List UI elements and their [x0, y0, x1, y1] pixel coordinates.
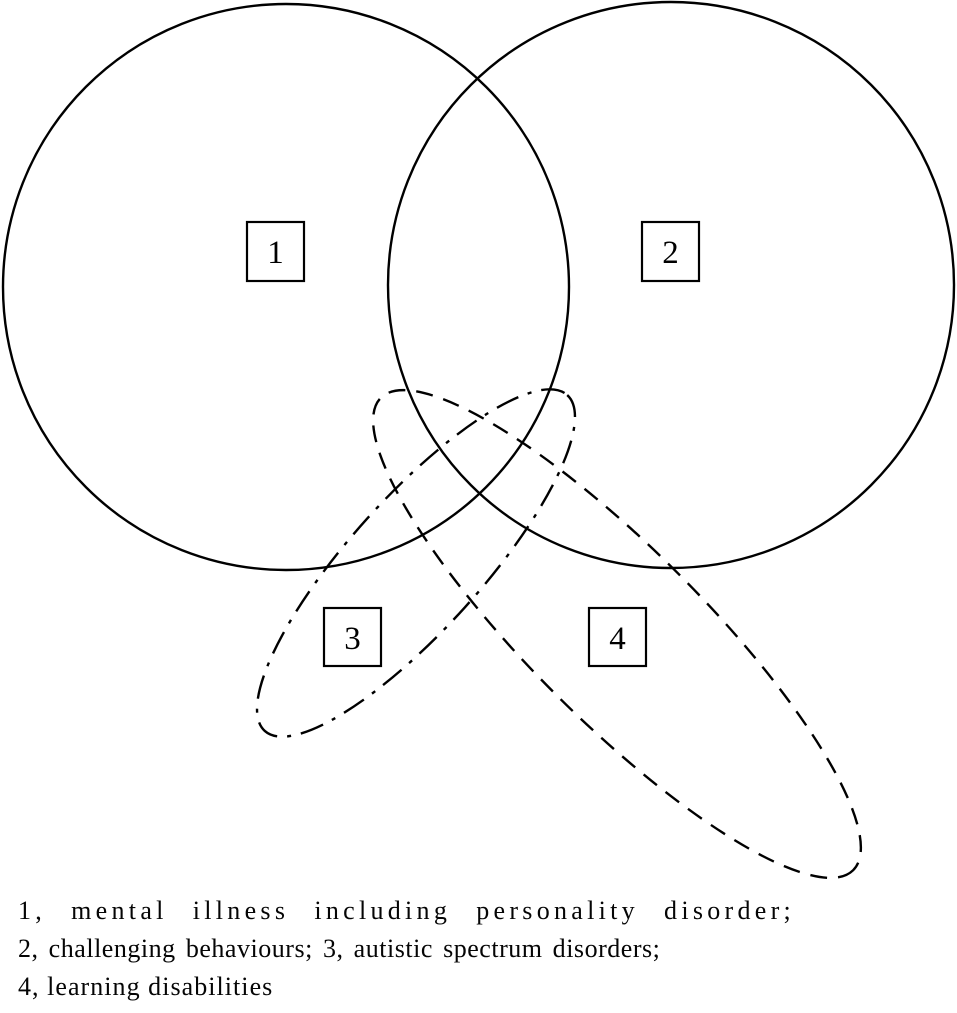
region-label-3: 3	[344, 621, 361, 657]
legend-caption: 1, mental illness including personality …	[18, 892, 943, 1006]
legend-caption-line-3: 4, learning disabilities	[18, 972, 274, 1001]
circle-region-2	[386, 0, 956, 570]
region-label-box-1: 1	[245, 220, 306, 283]
region-label-box-3: 3	[322, 606, 383, 668]
legend-caption-line-1: 1, mental illness including personality …	[18, 896, 796, 925]
region-label-4-frame	[587, 606, 648, 668]
ellipse-region-3	[255, 388, 577, 738]
circle-region-1	[1, 2, 571, 572]
region-label-4: 4	[609, 621, 626, 657]
region-label-1: 1	[267, 235, 284, 271]
region-label-box-4: 4	[587, 606, 648, 668]
region-label-2: 2	[662, 235, 679, 271]
legend-caption-line-2: 2, challenging behaviours; 3, autistic s…	[18, 934, 661, 963]
region-label-2-frame	[640, 220, 701, 283]
ellipse-region-4	[371, 388, 863, 880]
region-label-box-2: 2	[640, 220, 701, 283]
region-label-1-frame	[245, 220, 306, 283]
region-label-3-frame	[322, 606, 383, 668]
venn-diagram-canvas: 1 2 3 4	[1, 0, 956, 880]
